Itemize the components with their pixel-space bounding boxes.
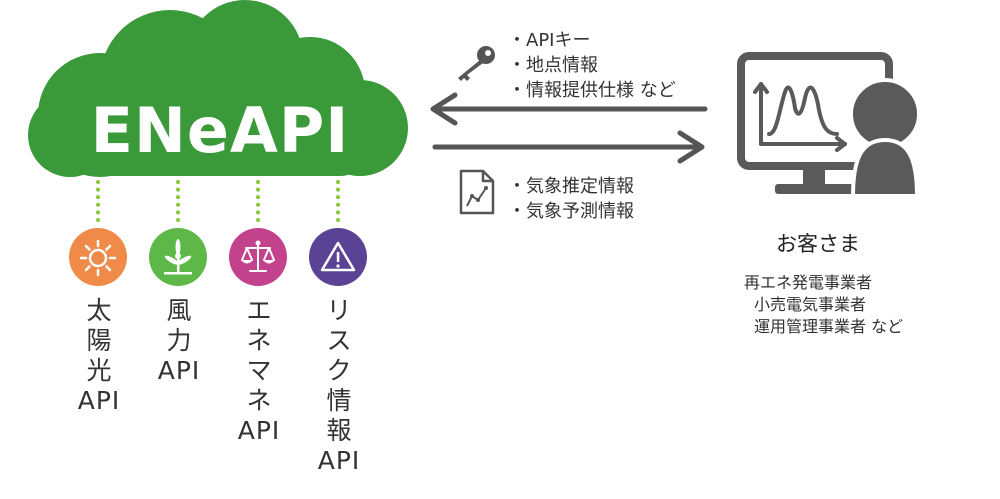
enemane-char-3: マ <box>246 356 272 385</box>
request-info-list: APIキー 地点情報 情報提供仕様 など <box>508 28 676 103</box>
response-info-list: 気象推定情報 気象予測情報 <box>508 174 634 224</box>
solar-api-label: 太 陽 光 API <box>69 296 129 416</box>
customer-type-list: 再エネ発電事業者 小売電気事業者 運用管理事業者 など <box>744 272 903 338</box>
document-chart-icon <box>459 169 495 215</box>
risk-api-badge <box>309 228 367 286</box>
wind-char-2: 力 <box>166 326 192 355</box>
customer-type-item: 運用管理事業者 など <box>754 317 904 336</box>
key-icon <box>458 46 495 81</box>
enemane-char-4: ネ <box>246 386 272 415</box>
risk-api-label: リ ス ク 情 報 API <box>309 296 369 476</box>
customer-title: お客さま <box>776 232 860 256</box>
enemane-char-1: エ <box>246 296 272 325</box>
solar-api-text: API <box>77 386 121 415</box>
request-item: APIキー <box>508 28 676 53</box>
connector-dots-wind <box>176 180 180 222</box>
wind-turbine-icon <box>164 239 192 275</box>
risk-char-1: リ <box>326 296 352 325</box>
solar-char-2: 陽 <box>86 326 112 355</box>
cloud-title: ENeAPI <box>90 94 350 167</box>
sun-icon <box>79 239 117 277</box>
solar-api-badge <box>69 228 127 286</box>
enemane-api-label: エ ネ マ ネ API <box>229 296 289 446</box>
balance-scale-icon <box>241 240 275 272</box>
risk-char-2: ス <box>326 326 352 355</box>
data-flow-arrows <box>430 92 708 164</box>
response-arrow-head <box>677 130 705 164</box>
enemane-api-badge <box>229 228 287 286</box>
connector-dots-risk <box>336 180 340 222</box>
request-item: 情報提供仕様 など <box>508 78 676 103</box>
risk-char-3: ク <box>326 356 352 385</box>
connector-dots-solar <box>96 180 100 222</box>
customer-type-item: 再エネ発電事業者 <box>744 273 873 292</box>
wind-api-badge <box>149 228 207 286</box>
risk-char-5: 報 <box>326 416 352 445</box>
wind-api-text: API <box>157 356 201 385</box>
enemane-char-2: ネ <box>246 326 272 355</box>
solar-char-3: 光 <box>86 356 112 385</box>
customer-type-item: 小売電気事業者 <box>754 295 867 314</box>
wind-api-label: 風 力 API <box>149 296 209 386</box>
response-item: 気象予測情報 <box>508 199 634 224</box>
risk-char-4: 情 <box>326 386 352 415</box>
wind-char-1: 風 <box>166 296 192 325</box>
warning-icon <box>320 241 356 272</box>
response-item: 気象推定情報 <box>508 174 634 199</box>
enemane-api-text: API <box>237 416 281 445</box>
cloud-shape <box>28 0 408 177</box>
solar-char-1: 太 <box>86 296 112 325</box>
risk-api-text: API <box>317 446 361 475</box>
request-item: 地点情報 <box>508 53 676 78</box>
monitor-user-icon <box>737 52 921 198</box>
request-arrow-head <box>430 92 458 126</box>
connector-dots-enemane <box>256 180 260 222</box>
